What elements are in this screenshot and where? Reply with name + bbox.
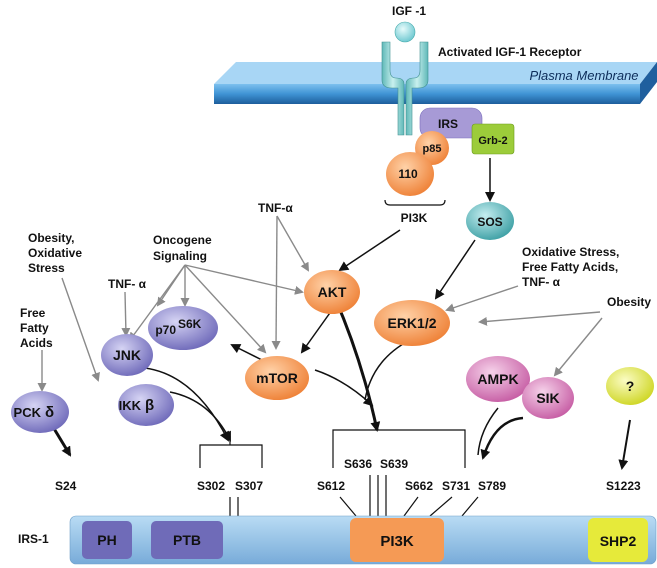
site-s789: S789 xyxy=(478,479,506,493)
igf1-receptor: IGF -1 Activated IGF-1 Receptor xyxy=(381,4,582,136)
ph-domain xyxy=(82,521,132,559)
stimulus-arrows xyxy=(37,215,603,392)
ptb-domain xyxy=(151,521,223,559)
pi3k-domain xyxy=(350,518,444,562)
ffa-label-3: Acids xyxy=(20,336,53,350)
pi3k-label: PI3K xyxy=(401,211,428,225)
mtor-node: mTOR xyxy=(245,356,309,400)
p70s6k-node: p70 S6K xyxy=(148,306,218,350)
ptb-label: PTB xyxy=(173,532,201,548)
tnf-top-label: TNF-α xyxy=(258,201,293,215)
site-s307: S307 xyxy=(235,479,263,493)
site-s612: S612 xyxy=(317,479,345,493)
ph-label: PH xyxy=(97,532,116,548)
ampk-label: AMPK xyxy=(477,371,518,387)
site-s302: S302 xyxy=(197,479,225,493)
pck-label: PCK xyxy=(14,405,42,420)
ox-ffa-label-2: Free Fatty Acids, xyxy=(522,260,618,274)
site-s24: S24 xyxy=(55,479,77,493)
ikk-beta-node: IKK β xyxy=(118,384,174,426)
stimulus-labels: TNF-α TNF- α Oncogene Signaling Obesity,… xyxy=(20,201,651,350)
igf1-label: IGF -1 xyxy=(392,4,426,18)
plasma-membrane-label: Plasma Membrane xyxy=(529,68,638,83)
ffa-label-1: Free xyxy=(20,306,46,320)
p110-node xyxy=(386,152,434,196)
igf1-ligand xyxy=(394,21,416,43)
irs1-label: IRS-1 xyxy=(18,532,49,546)
site-brackets xyxy=(199,424,466,468)
site-ticks xyxy=(229,475,479,517)
site-s662: S662 xyxy=(405,479,433,493)
site-s731: S731 xyxy=(442,479,470,493)
tnf-left-label: TNF- α xyxy=(108,277,147,291)
mtor-label: mTOR xyxy=(256,370,298,386)
p110-label: 110 xyxy=(398,167,418,181)
plasma-membrane: Plasma Membrane xyxy=(214,62,657,104)
phospho-sites: S24 S302 S307 S612 S636 S639 S662 S731 S… xyxy=(55,457,641,493)
irs-adaptor: IRS xyxy=(419,107,483,139)
s6k-label: S6K xyxy=(178,317,202,331)
akt-label: AKT xyxy=(318,284,347,300)
obesity-ox-label-2: Oxidative xyxy=(28,246,82,260)
ikk-label: IKK xyxy=(119,398,142,413)
shp2-domain xyxy=(588,518,648,562)
unknown-label: ? xyxy=(626,378,635,394)
oncogene-label-1: Oncogene xyxy=(153,233,212,247)
erk-node: ERK1/2 xyxy=(374,300,450,346)
erk-label: ERK1/2 xyxy=(387,315,436,331)
jnk-node: JNK xyxy=(101,334,153,376)
obesity-ox-label-3: Stress xyxy=(28,261,65,275)
ox-ffa-label-3: TNF- α xyxy=(522,275,561,289)
ampk-node: AMPK xyxy=(466,356,530,402)
sos-node: SOS xyxy=(466,202,514,240)
grb2-adaptor: Grb-2 xyxy=(471,123,515,155)
sos-label: SOS xyxy=(477,215,502,229)
akt-node: AKT xyxy=(304,270,360,314)
receptor-label: Activated IGF-1 Receptor xyxy=(438,45,582,59)
ox-ffa-label-1: Oxidative Stress, xyxy=(522,245,619,259)
pck-delta-label: δ xyxy=(45,404,54,421)
shp2-label: SHP2 xyxy=(600,533,637,549)
p85-label: p85 xyxy=(423,143,442,155)
irs-label: IRS xyxy=(438,117,458,131)
irs1-protein: IRS-1 PH PTB PI3K SHP2 xyxy=(18,515,657,565)
ffa-label-2: Fatty xyxy=(20,321,49,335)
pi3k-complex: p85 110 PI3K xyxy=(384,131,449,225)
pi3k-domain-label: PI3K xyxy=(380,533,414,550)
site-s636: S636 xyxy=(344,457,372,471)
obesity-label: Obesity xyxy=(607,295,651,309)
site-s1223: S1223 xyxy=(606,479,641,493)
p70-label: p70 xyxy=(155,323,176,337)
oncogene-label-2: Signaling xyxy=(153,249,207,263)
jnk-label: JNK xyxy=(113,347,141,363)
site-s639: S639 xyxy=(380,457,408,471)
obesity-ox-label-1: Obesity, xyxy=(28,231,74,245)
pck-delta-node: PCK δ xyxy=(11,391,69,433)
ikk-beta-label: β xyxy=(145,397,154,414)
unknown-node: ? xyxy=(606,367,654,405)
grb2-label: Grb-2 xyxy=(478,135,507,147)
sik-node: SIK xyxy=(522,377,574,419)
sik-label: SIK xyxy=(536,390,559,406)
